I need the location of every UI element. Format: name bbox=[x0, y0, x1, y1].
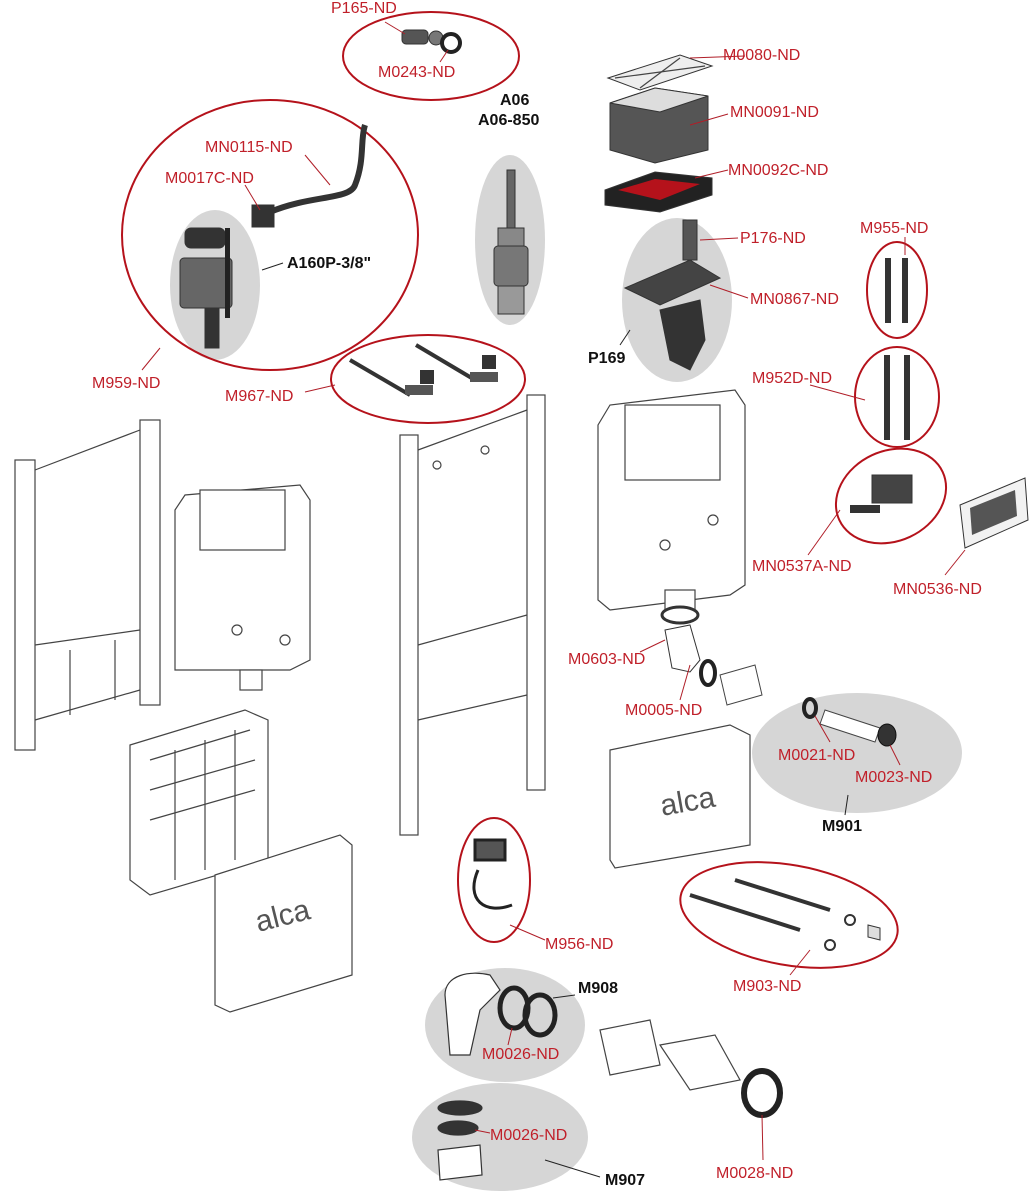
mn0536-plate-part bbox=[959, 477, 1029, 549]
p169-mechanism-part bbox=[623, 219, 722, 371]
m967-anchors-part bbox=[348, 343, 498, 397]
p165-valve-part bbox=[401, 29, 444, 46]
label-m0023-nd: M0023-ND bbox=[855, 769, 932, 786]
m907-adapter-part bbox=[437, 1100, 483, 1181]
ring-p165 bbox=[342, 11, 520, 101]
m0603-seal-part bbox=[660, 605, 700, 625]
mn0115-hose-part bbox=[268, 124, 368, 215]
m0005-elbow-part bbox=[664, 624, 701, 673]
outlet-pipes-part bbox=[599, 1019, 741, 1091]
m0005-ring-part bbox=[699, 659, 717, 687]
m903-rods-part bbox=[689, 878, 881, 951]
label-m959-nd: M959-ND bbox=[92, 375, 160, 392]
a06-flush-valve-part bbox=[493, 169, 529, 315]
leader-lines bbox=[141, 21, 966, 1178]
m0023-seal-part bbox=[877, 723, 897, 747]
m901-pipe-part bbox=[819, 709, 881, 743]
label-m903-nd: M903-ND bbox=[733, 978, 801, 995]
label-m0243-nd: M0243-ND bbox=[378, 64, 455, 81]
mn0091-box-part bbox=[609, 87, 709, 164]
ring-m956 bbox=[457, 817, 531, 943]
label-p176-nd: P176-ND bbox=[740, 230, 806, 247]
mn0537a-bracket-part bbox=[850, 474, 913, 513]
middle-installation-frame bbox=[399, 394, 546, 836]
ring-m967 bbox=[330, 334, 526, 424]
label-a06: A06 bbox=[500, 92, 529, 109]
label-mn0091-nd: MN0091-ND bbox=[730, 104, 819, 121]
label-m901: M901 bbox=[822, 818, 862, 835]
ring-mn0537a bbox=[834, 447, 948, 545]
m0028-seal-part bbox=[741, 1068, 783, 1118]
m952d-rods-part bbox=[884, 355, 910, 440]
label-m956-nd: M956-ND bbox=[545, 936, 613, 953]
label-mn0867-nd: MN0867-ND bbox=[750, 291, 839, 308]
ring-m952d bbox=[854, 346, 940, 448]
label-m952d-nd: M952D-ND bbox=[752, 370, 832, 387]
label-m0603-nd: M0603-ND bbox=[568, 651, 645, 668]
m955-rods-part bbox=[885, 258, 908, 323]
ring-m903 bbox=[679, 861, 899, 969]
m0017c-connector-part bbox=[251, 204, 275, 228]
m908-elbow-part bbox=[444, 972, 501, 1056]
label-m967-nd: M967-ND bbox=[225, 388, 293, 405]
label-p165-nd: P165-ND bbox=[331, 0, 397, 17]
label-m0005-nd: M0005-ND bbox=[625, 702, 702, 719]
ring-m959 bbox=[121, 99, 419, 371]
m956-clamp-part bbox=[472, 838, 513, 910]
label-a06-850: A06-850 bbox=[478, 112, 539, 129]
label-m0017c-nd: M0017C-ND bbox=[165, 170, 254, 187]
label-a160p: A160P-3/8" bbox=[287, 255, 371, 272]
label-mn0115-nd: MN0115-ND bbox=[205, 139, 293, 156]
left-cistern bbox=[174, 484, 311, 691]
label-mn0536-nd: MN0536-ND bbox=[893, 581, 982, 598]
label-m955-nd: M955-ND bbox=[860, 220, 928, 237]
left-installation-frame bbox=[14, 419, 161, 751]
right-cistern bbox=[597, 389, 746, 611]
m908-ring-part bbox=[522, 992, 558, 1038]
outlet-sleeve-part bbox=[719, 664, 763, 706]
ring-m955 bbox=[866, 241, 928, 339]
left-alca-cover bbox=[214, 834, 353, 1013]
label-m907: M907 bbox=[605, 1172, 645, 1189]
right-alca-cover bbox=[609, 724, 751, 869]
label-m0026-nd-b: M0026-ND bbox=[490, 1127, 567, 1144]
label-m0028-nd: M0028-ND bbox=[716, 1165, 793, 1182]
mn0092c-frame-part bbox=[604, 171, 713, 213]
label-m0021-nd: M0021-ND bbox=[778, 747, 855, 764]
m0243-ring-part bbox=[440, 32, 462, 54]
a160p-float-valve-part bbox=[179, 227, 233, 349]
left-grid-panel bbox=[129, 709, 269, 896]
label-mn0092c-nd: MN0092C-ND bbox=[728, 162, 828, 179]
label-m0080-nd: M0080-ND bbox=[723, 47, 800, 64]
label-m0026-nd-a: M0026-ND bbox=[482, 1046, 559, 1063]
m0080-lid-part bbox=[606, 54, 714, 91]
label-m908: M908 bbox=[578, 980, 618, 997]
backdrop-m901 bbox=[752, 693, 962, 813]
label-mn0537a-nd: MN0537A-ND bbox=[752, 558, 852, 575]
label-p169: P169 bbox=[588, 350, 625, 367]
m0021-ring-part bbox=[802, 697, 818, 719]
